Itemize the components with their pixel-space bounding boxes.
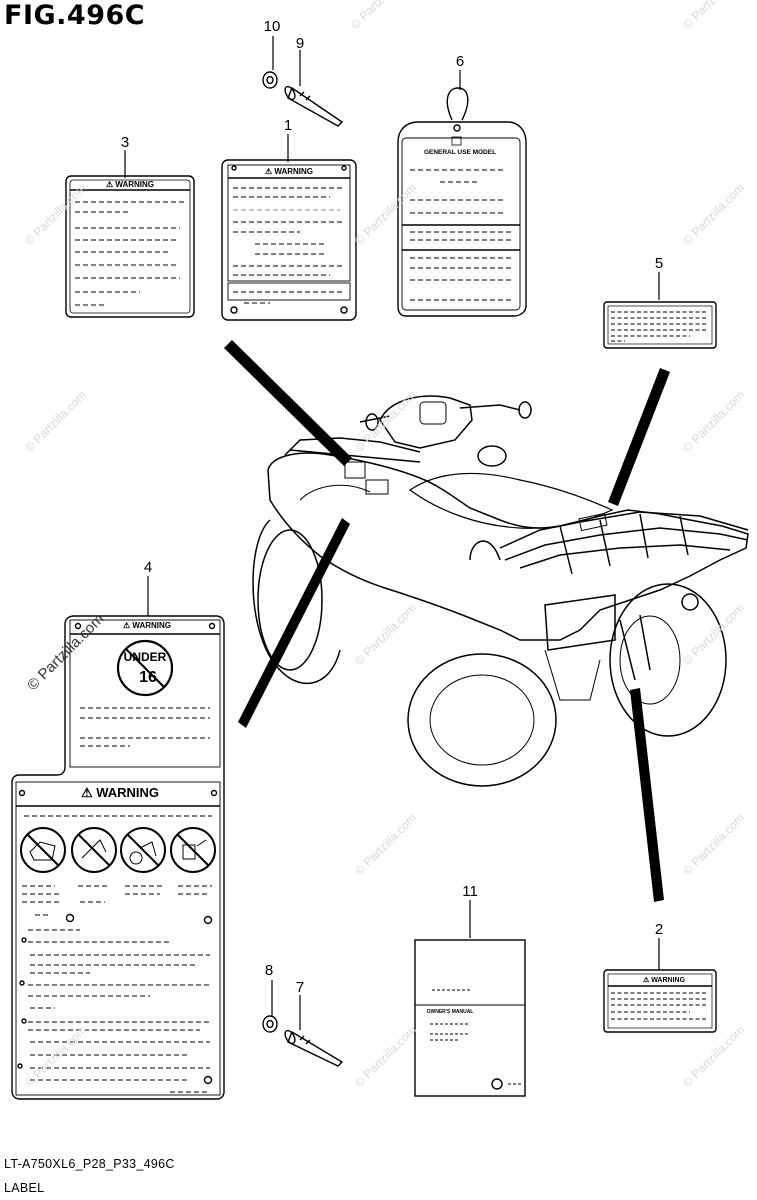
manual-title: OWNER'S MANUAL (426, 1009, 474, 1015)
atv-illustration (252, 395, 749, 787)
prohibition-icons (20, 827, 216, 873)
callout-8: 8 (264, 962, 274, 979)
part-6-hang-tag (397, 87, 527, 317)
callout-1: 1 (283, 117, 293, 134)
part-2-warning-label (603, 969, 717, 1033)
label-1-title: ⚠ WARNING (264, 167, 314, 176)
under-text: UNDER (123, 650, 167, 664)
callout-11: 11 (462, 883, 478, 900)
callout-4: 4 (143, 559, 153, 576)
part-8-washer (262, 1015, 278, 1033)
callout-5: 5 (654, 255, 664, 272)
label-2-title: ⚠ WARNING (642, 977, 686, 984)
part-9-rivet (284, 85, 344, 127)
label-3-title: ⚠ WARNING (105, 180, 155, 189)
callout-7: 7 (295, 979, 305, 996)
part-1-warning-label (221, 159, 357, 321)
part-5-label (603, 301, 717, 349)
callout-2: 2 (654, 921, 664, 938)
part-7-rivet (284, 1029, 344, 1067)
figure-title: FIG.496C (4, 0, 146, 31)
callout-10: 10 (263, 18, 281, 35)
callout-3: 3 (120, 134, 130, 151)
part-11-owners-manual (414, 939, 526, 1097)
age-text: 16 (139, 669, 157, 686)
model-code: LT-A750XL6_P28_P33_496C (4, 1157, 175, 1171)
leader-lines (124, 36, 660, 1030)
label-6-title: GENERAL USE MODEL (423, 149, 497, 156)
label-4-top-title: ⚠ WARNING (122, 621, 172, 630)
part-10-washer (262, 71, 278, 89)
callout-6: 6 (455, 53, 465, 70)
part-4-warning-label (11, 615, 225, 1100)
part-3-warning-label (65, 175, 195, 318)
callout-9: 9 (295, 35, 305, 52)
label-4-main-title: ⚠ WARNING (80, 785, 160, 800)
figure-caption: LABEL (4, 1181, 45, 1195)
location-pointers (224, 340, 670, 902)
